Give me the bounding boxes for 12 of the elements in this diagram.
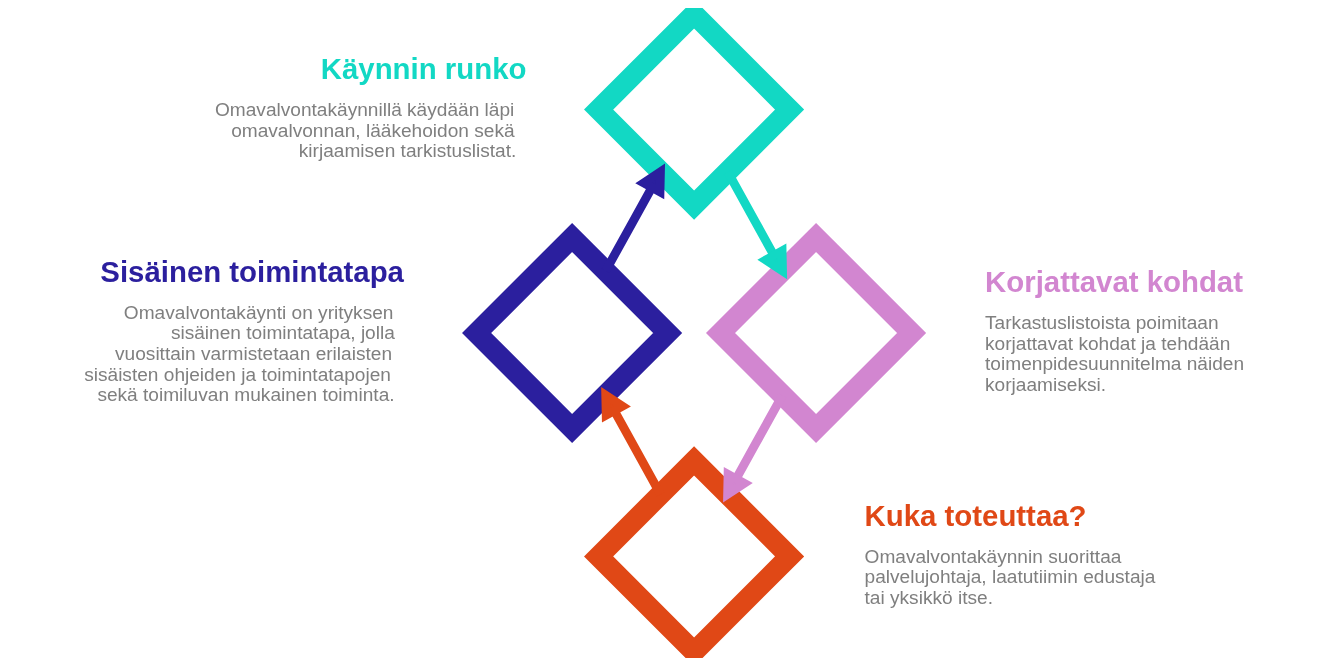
node-diamond <box>584 8 805 220</box>
node-label: Omavalvontakäynnin suorittaa palvelujohtaja, laatutiimin edustaja tai yksikkö itse. <box>864 545 1156 608</box>
node-label: Omavalvontakäynti on yrityksen sisäinen toimintatapa, jolla vuosittain varmistetaan erilaisten sisäisten ohjeiden ja toimintatapojen sekä toimiluvan mukainen toiminta. <box>84 301 395 406</box>
node-label: Sisäinen toimintatapa <box>100 254 404 288</box>
node-diamond <box>462 222 683 444</box>
node-label: Tarkastuslistoista poimitaan korjattavat kohdat ja tehdään toimenpidesuunnitelma näiden korjaamiseksi. <box>985 312 1245 395</box>
node-label: Korjattavat kohdat <box>985 264 1243 298</box>
node-label: Käynnin runko <box>320 51 527 85</box>
node-label: Kuka toteuttaa? <box>864 498 1087 532</box>
node-diamond <box>584 446 805 658</box>
node-label: Omavalvontakäynnillä käydään läpi omavalvonnan, lääkehoidon sekä kirjaamisen tarkistuslistat. <box>214 99 517 162</box>
node-diamond <box>706 222 927 444</box>
